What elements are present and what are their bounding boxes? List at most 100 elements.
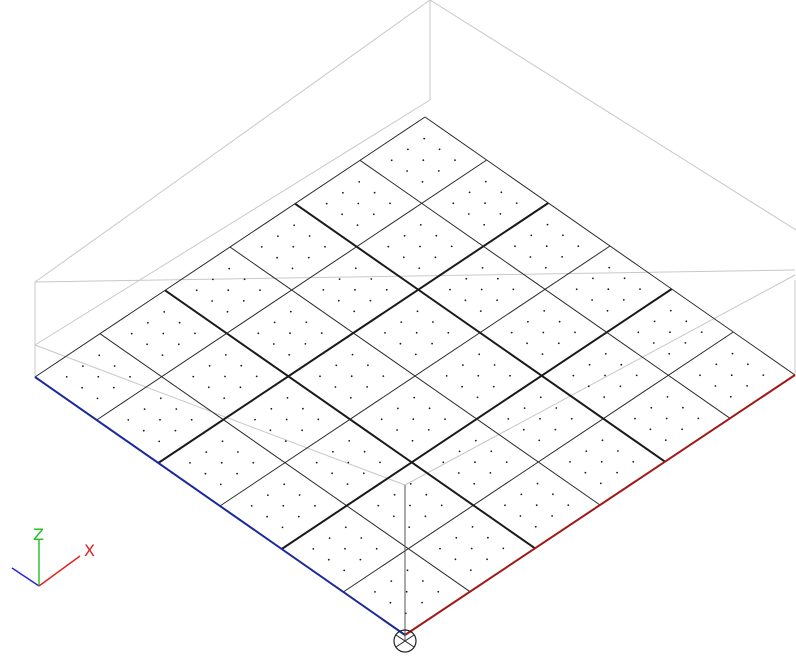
mesh-node — [419, 224, 422, 226]
mesh-node — [219, 483, 222, 486]
mesh-node — [546, 223, 549, 226]
mesh-node — [379, 461, 381, 464]
mesh-node — [520, 493, 523, 496]
mesh-node — [585, 450, 588, 452]
mesh-node — [484, 180, 487, 183]
mesh-node — [369, 299, 372, 302]
mesh-node — [366, 386, 368, 388]
mesh-node — [543, 310, 546, 312]
mesh-node — [237, 451, 239, 453]
mesh-node — [242, 300, 245, 302]
mesh-node — [509, 374, 511, 377]
mesh-node — [519, 515, 522, 517]
mesh-node — [515, 202, 518, 205]
mesh-node — [510, 331, 513, 334]
axis-triad-icon: Z X — [11, 525, 95, 587]
mesh-node — [697, 417, 700, 420]
mesh-node — [226, 310, 229, 313]
mesh-node — [346, 483, 349, 485]
origin-cross-icon-2 — [395, 634, 415, 648]
mesh-node — [98, 354, 101, 357]
mesh-node — [375, 547, 378, 550]
bounding-box — [34, 0, 796, 635]
mesh-node — [127, 419, 130, 421]
mesh-node — [480, 288, 483, 291]
mesh-node — [358, 181, 361, 183]
mesh-node — [205, 451, 208, 453]
mesh-node — [542, 331, 545, 334]
mesh-node — [372, 213, 375, 216]
mesh-node — [536, 482, 539, 485]
mesh-node — [194, 332, 196, 335]
mesh-node — [471, 526, 474, 528]
mesh-node — [373, 191, 376, 194]
mesh-node — [665, 417, 668, 420]
mesh-node — [454, 159, 456, 162]
mesh-node — [587, 385, 590, 388]
mesh-node — [599, 482, 602, 485]
mesh-node — [190, 418, 193, 421]
mesh-node — [349, 396, 352, 399]
mesh-node — [159, 418, 161, 421]
mesh-node — [449, 288, 451, 291]
mesh-node — [208, 364, 211, 367]
mesh-node — [402, 256, 405, 259]
mesh-node — [384, 332, 386, 334]
mesh-node — [224, 354, 227, 356]
mesh-node — [377, 504, 380, 507]
mesh-node — [622, 299, 625, 301]
mesh-node — [341, 213, 343, 216]
mesh-node — [428, 407, 431, 410]
mesh-node — [601, 439, 604, 442]
mesh-node — [422, 159, 425, 162]
mesh-node — [551, 515, 553, 517]
floor-grid — [34, 116, 796, 636]
mesh-node — [312, 548, 315, 550]
mesh-node — [240, 364, 243, 367]
mesh-node — [604, 353, 607, 355]
mesh-node — [298, 494, 301, 496]
mesh-node — [444, 418, 446, 420]
mesh-node — [212, 278, 214, 281]
mesh-node — [269, 429, 272, 432]
mesh-node — [273, 321, 276, 324]
mesh-node — [606, 309, 609, 312]
mesh-node — [512, 288, 515, 291]
mesh-node — [457, 472, 460, 474]
mesh-node — [239, 386, 242, 389]
mesh-node — [474, 439, 477, 442]
mesh-node — [405, 590, 408, 593]
mesh-node — [385, 288, 388, 291]
mesh-node — [270, 407, 273, 410]
mesh-node — [129, 375, 131, 378]
mesh-node — [669, 331, 671, 334]
mesh-node — [584, 471, 587, 474]
mesh-node — [407, 148, 409, 151]
mesh-node — [96, 397, 99, 400]
mesh-node — [147, 321, 149, 324]
mesh-node — [682, 406, 684, 409]
mesh-node — [259, 289, 261, 291]
mesh-node — [350, 375, 353, 378]
mesh-node — [490, 450, 493, 453]
mesh-node — [236, 472, 239, 475]
mesh-node — [414, 353, 417, 356]
mesh-node — [561, 256, 563, 258]
mesh-node — [419, 245, 421, 248]
mesh-node — [406, 569, 409, 572]
origin-circle-icon[interactable] — [393, 629, 417, 653]
mesh-node — [357, 202, 360, 205]
mesh-node — [327, 558, 330, 561]
mesh-node — [257, 332, 260, 335]
mesh-node — [507, 418, 510, 420]
mesh-node — [762, 374, 765, 376]
mesh-node — [344, 526, 347, 529]
mesh-node — [487, 536, 489, 539]
mesh-node — [254, 418, 256, 421]
mesh-node — [477, 374, 480, 377]
mesh-node — [577, 245, 580, 248]
mesh-node — [486, 558, 488, 561]
mesh-node — [130, 332, 133, 335]
